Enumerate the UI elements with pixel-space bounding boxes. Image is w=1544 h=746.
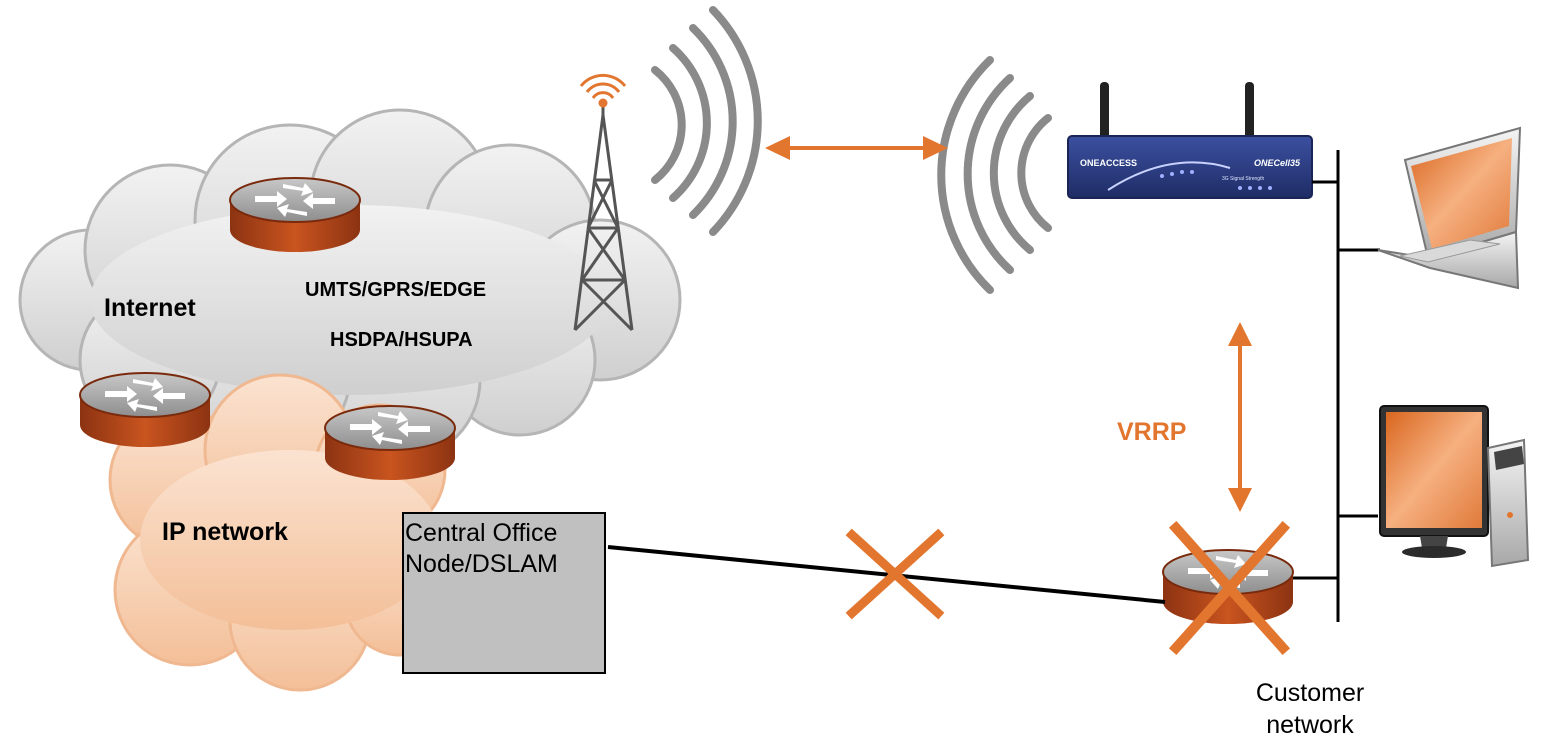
customer-network-line-1: Customer bbox=[1255, 679, 1365, 707]
customer-network-label: Customer network bbox=[1255, 677, 1365, 741]
central-office-node bbox=[402, 512, 606, 674]
3g-router-icon: ONEACCESS ONECell35 3G Signal Strength bbox=[1067, 82, 1313, 199]
failure-x-icon bbox=[845, 528, 945, 620]
vrrp-arrow bbox=[1228, 322, 1252, 512]
failure-x-icon bbox=[1168, 520, 1291, 656]
signal-icon bbox=[579, 73, 627, 108]
customer-lan-bus bbox=[1292, 150, 1380, 622]
vrrp-label: VRRP bbox=[1117, 418, 1187, 446]
internet-label: Internet bbox=[104, 294, 196, 322]
ip-network-label: IP network bbox=[162, 518, 288, 546]
mobile-tech-label-2: HSDPA/HSUPA bbox=[330, 329, 473, 351]
router-icon bbox=[324, 405, 456, 481]
customer-network-line-2: network bbox=[1266, 711, 1354, 739]
radio-waves-icon bbox=[937, 56, 1052, 294]
central-office-line-2: Node/DSLAM bbox=[405, 550, 558, 578]
central-office-label: Central Office Node/DSLAM bbox=[405, 518, 558, 580]
device-brand: ONEACCESS bbox=[1080, 158, 1137, 168]
desktop-pc-icon bbox=[1379, 405, 1530, 568]
device-panel-text: 3G Signal Strength bbox=[1222, 176, 1264, 182]
mobile-tech-label-1: UMTS/GPRS/EDGE bbox=[305, 279, 487, 301]
router-icon bbox=[229, 177, 361, 253]
central-office-line-1: Central Office bbox=[405, 519, 558, 547]
cell-tower-icon bbox=[573, 105, 634, 332]
device-model: ONECell35 bbox=[1254, 158, 1301, 168]
internet-cloud bbox=[18, 108, 682, 462]
laptop-icon bbox=[1377, 126, 1522, 290]
dsl-link bbox=[607, 545, 1166, 604]
router-icon bbox=[79, 372, 211, 448]
radio-waves-icon bbox=[651, 6, 762, 236]
bidirectional-arrow bbox=[765, 136, 948, 160]
